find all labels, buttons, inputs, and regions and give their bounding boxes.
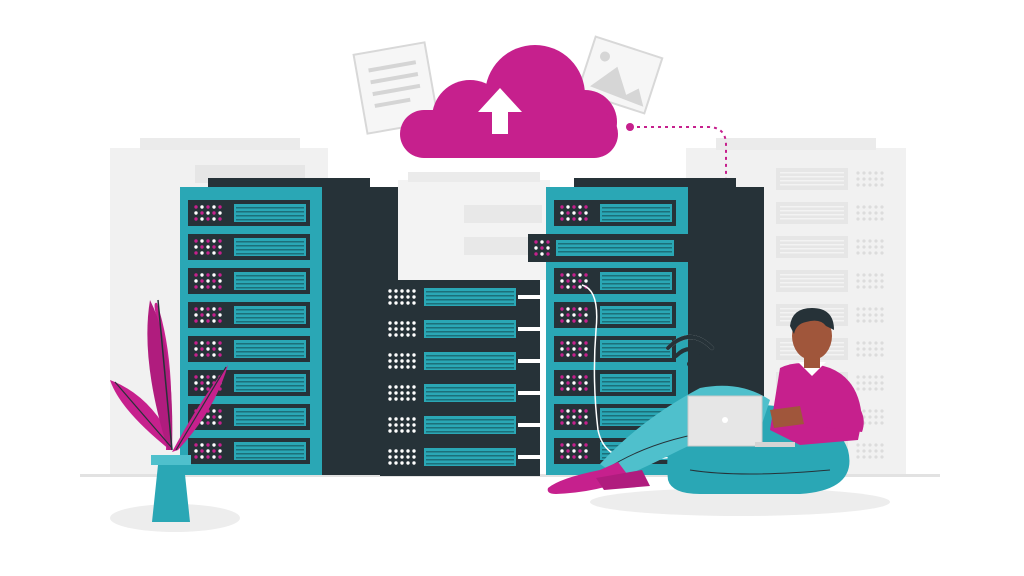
server-unit — [188, 200, 310, 226]
cloud — [400, 45, 618, 158]
ghost-server-unit — [776, 202, 884, 224]
server-unit — [554, 370, 676, 396]
server-unit — [188, 302, 310, 328]
ghost-server-unit — [776, 270, 884, 292]
upload-arrow-icon — [478, 88, 522, 134]
server-unit — [386, 444, 540, 470]
server-rack-left — [180, 178, 398, 475]
server-unit — [554, 302, 676, 328]
server-unit-pulled-out — [528, 234, 688, 262]
wifi-icon — [666, 335, 714, 367]
server-unit — [386, 348, 540, 374]
server-unit — [188, 370, 310, 396]
ghost-rack-center — [398, 172, 550, 280]
server-unit — [188, 234, 310, 260]
document-icon — [352, 41, 440, 135]
server-unit — [386, 380, 540, 406]
server-unit — [188, 438, 310, 464]
server-unit — [554, 268, 676, 294]
person-with-laptop — [547, 308, 890, 516]
ghost-server-unit — [776, 168, 884, 190]
connection-dot — [626, 123, 634, 131]
server-unit — [386, 316, 540, 342]
connection-line — [630, 126, 727, 370]
server-unit — [386, 284, 540, 310]
ghost-server-unit — [776, 236, 884, 258]
server-unit — [386, 412, 540, 438]
server-unit — [554, 336, 676, 362]
server-unit — [554, 200, 676, 226]
server-rack-middle — [380, 280, 540, 476]
server-unit — [188, 268, 310, 294]
potted-plant — [110, 299, 240, 532]
server-unit — [188, 336, 310, 362]
